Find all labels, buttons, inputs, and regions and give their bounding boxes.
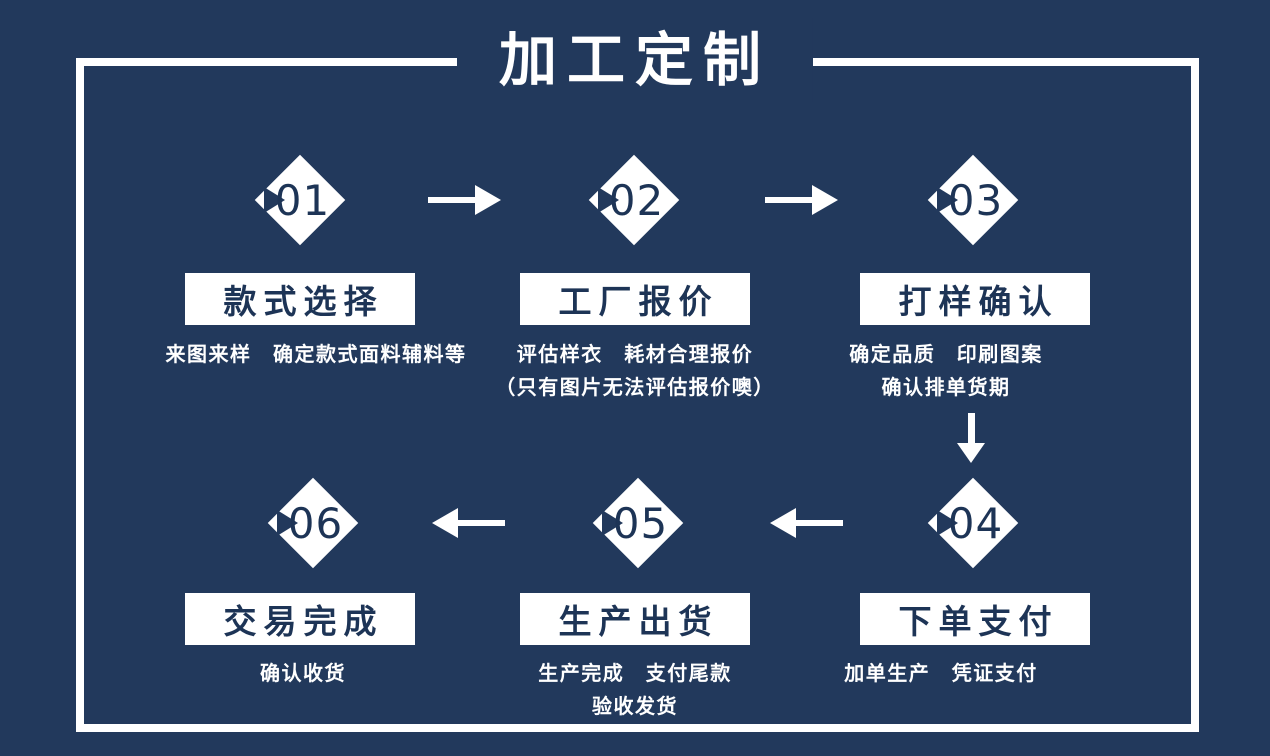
step-6-title: 交易完成 bbox=[223, 602, 384, 641]
step-5-title-box: 生产出货 bbox=[520, 593, 750, 645]
arrow-right-icon bbox=[428, 185, 501, 215]
diamond-notch-icon bbox=[937, 187, 958, 213]
arrow-head bbox=[475, 185, 501, 215]
desc-line: 生产完成 支付尾款 bbox=[538, 661, 732, 685]
step-5-diamond: 05 bbox=[592, 477, 684, 569]
arrow-head bbox=[812, 185, 838, 215]
desc-line: 来图来样 确定款式面料辅料等 bbox=[165, 342, 467, 366]
diamond-notch-icon bbox=[598, 187, 619, 213]
diamond-notch-icon bbox=[602, 510, 623, 536]
step-5-description: 生产完成 支付尾款 验收发货 bbox=[435, 660, 835, 726]
step-4-title: 下单支付 bbox=[898, 602, 1059, 641]
step-2-description: 评估样衣 耗材合理报价 （只有图片无法评估报价噢） bbox=[435, 341, 835, 407]
step-3-title-box: 打样确认 bbox=[860, 273, 1090, 325]
step-3-title: 打样确认 bbox=[898, 282, 1059, 321]
step-1-number: 01 bbox=[274, 175, 331, 225]
diamond-notch-icon bbox=[264, 187, 285, 213]
step-4-number: 04 bbox=[947, 498, 1004, 548]
step-2-number: 02 bbox=[608, 175, 665, 225]
step-2-diamond: 02 bbox=[588, 154, 680, 246]
step-3-description: 确定品质 印刷图案 确认排单货期 bbox=[746, 341, 1146, 407]
arrow-shaft bbox=[796, 520, 843, 526]
arrow-left-icon bbox=[432, 508, 505, 538]
step-2-title-box: 工厂报价 bbox=[520, 273, 750, 325]
arrow-shaft bbox=[765, 197, 812, 203]
arrow-shaft bbox=[458, 520, 505, 526]
desc-line: （只有图片无法评估报价噢） bbox=[495, 375, 775, 399]
step-1-title: 款式选择 bbox=[223, 282, 384, 321]
arrow-head bbox=[770, 508, 796, 538]
step-4-title-box: 下单支付 bbox=[860, 593, 1090, 645]
desc-line: 确认排单货期 bbox=[881, 375, 1011, 399]
step-5-number: 05 bbox=[612, 498, 669, 548]
arrow-shaft bbox=[428, 197, 475, 203]
step-1-diamond: 01 bbox=[254, 154, 346, 246]
arrow-left-icon bbox=[770, 508, 843, 538]
arrow-head bbox=[957, 443, 985, 463]
step-4-diamond: 04 bbox=[927, 477, 1019, 569]
step-3-diamond: 03 bbox=[927, 154, 1019, 246]
page-title-text: 加工定制 bbox=[498, 26, 772, 94]
step-4-description: 加单生产 凭证支付 bbox=[741, 660, 1141, 693]
step-1-title-box: 款式选择 bbox=[185, 273, 415, 325]
step-6-diamond: 06 bbox=[267, 477, 359, 569]
step-3-number: 03 bbox=[947, 175, 1004, 225]
desc-line: 评估样衣 耗材合理报价 bbox=[516, 342, 754, 366]
step-5-title: 生产出货 bbox=[558, 602, 719, 641]
diamond-notch-icon bbox=[277, 510, 298, 536]
desc-line: 确认收货 bbox=[260, 661, 346, 685]
step-1-description: 来图来样 确定款式面料辅料等 bbox=[116, 341, 516, 374]
step-6-title-box: 交易完成 bbox=[185, 593, 415, 645]
desc-line: 加单生产 凭证支付 bbox=[844, 661, 1038, 685]
desc-line: 验收发货 bbox=[592, 694, 678, 718]
step-2-title: 工厂报价 bbox=[558, 282, 719, 321]
desc-line: 确定品质 印刷图案 bbox=[849, 342, 1043, 366]
diamond-notch-icon bbox=[937, 510, 958, 536]
arrow-shaft bbox=[967, 413, 975, 443]
arrow-down-icon bbox=[947, 413, 995, 463]
step-6-number: 06 bbox=[287, 498, 344, 548]
page-title: 加工定制 bbox=[456, 18, 814, 102]
step-6-description: 确认收货 bbox=[103, 660, 503, 693]
arrow-head bbox=[432, 508, 458, 538]
arrow-right-icon bbox=[765, 185, 838, 215]
